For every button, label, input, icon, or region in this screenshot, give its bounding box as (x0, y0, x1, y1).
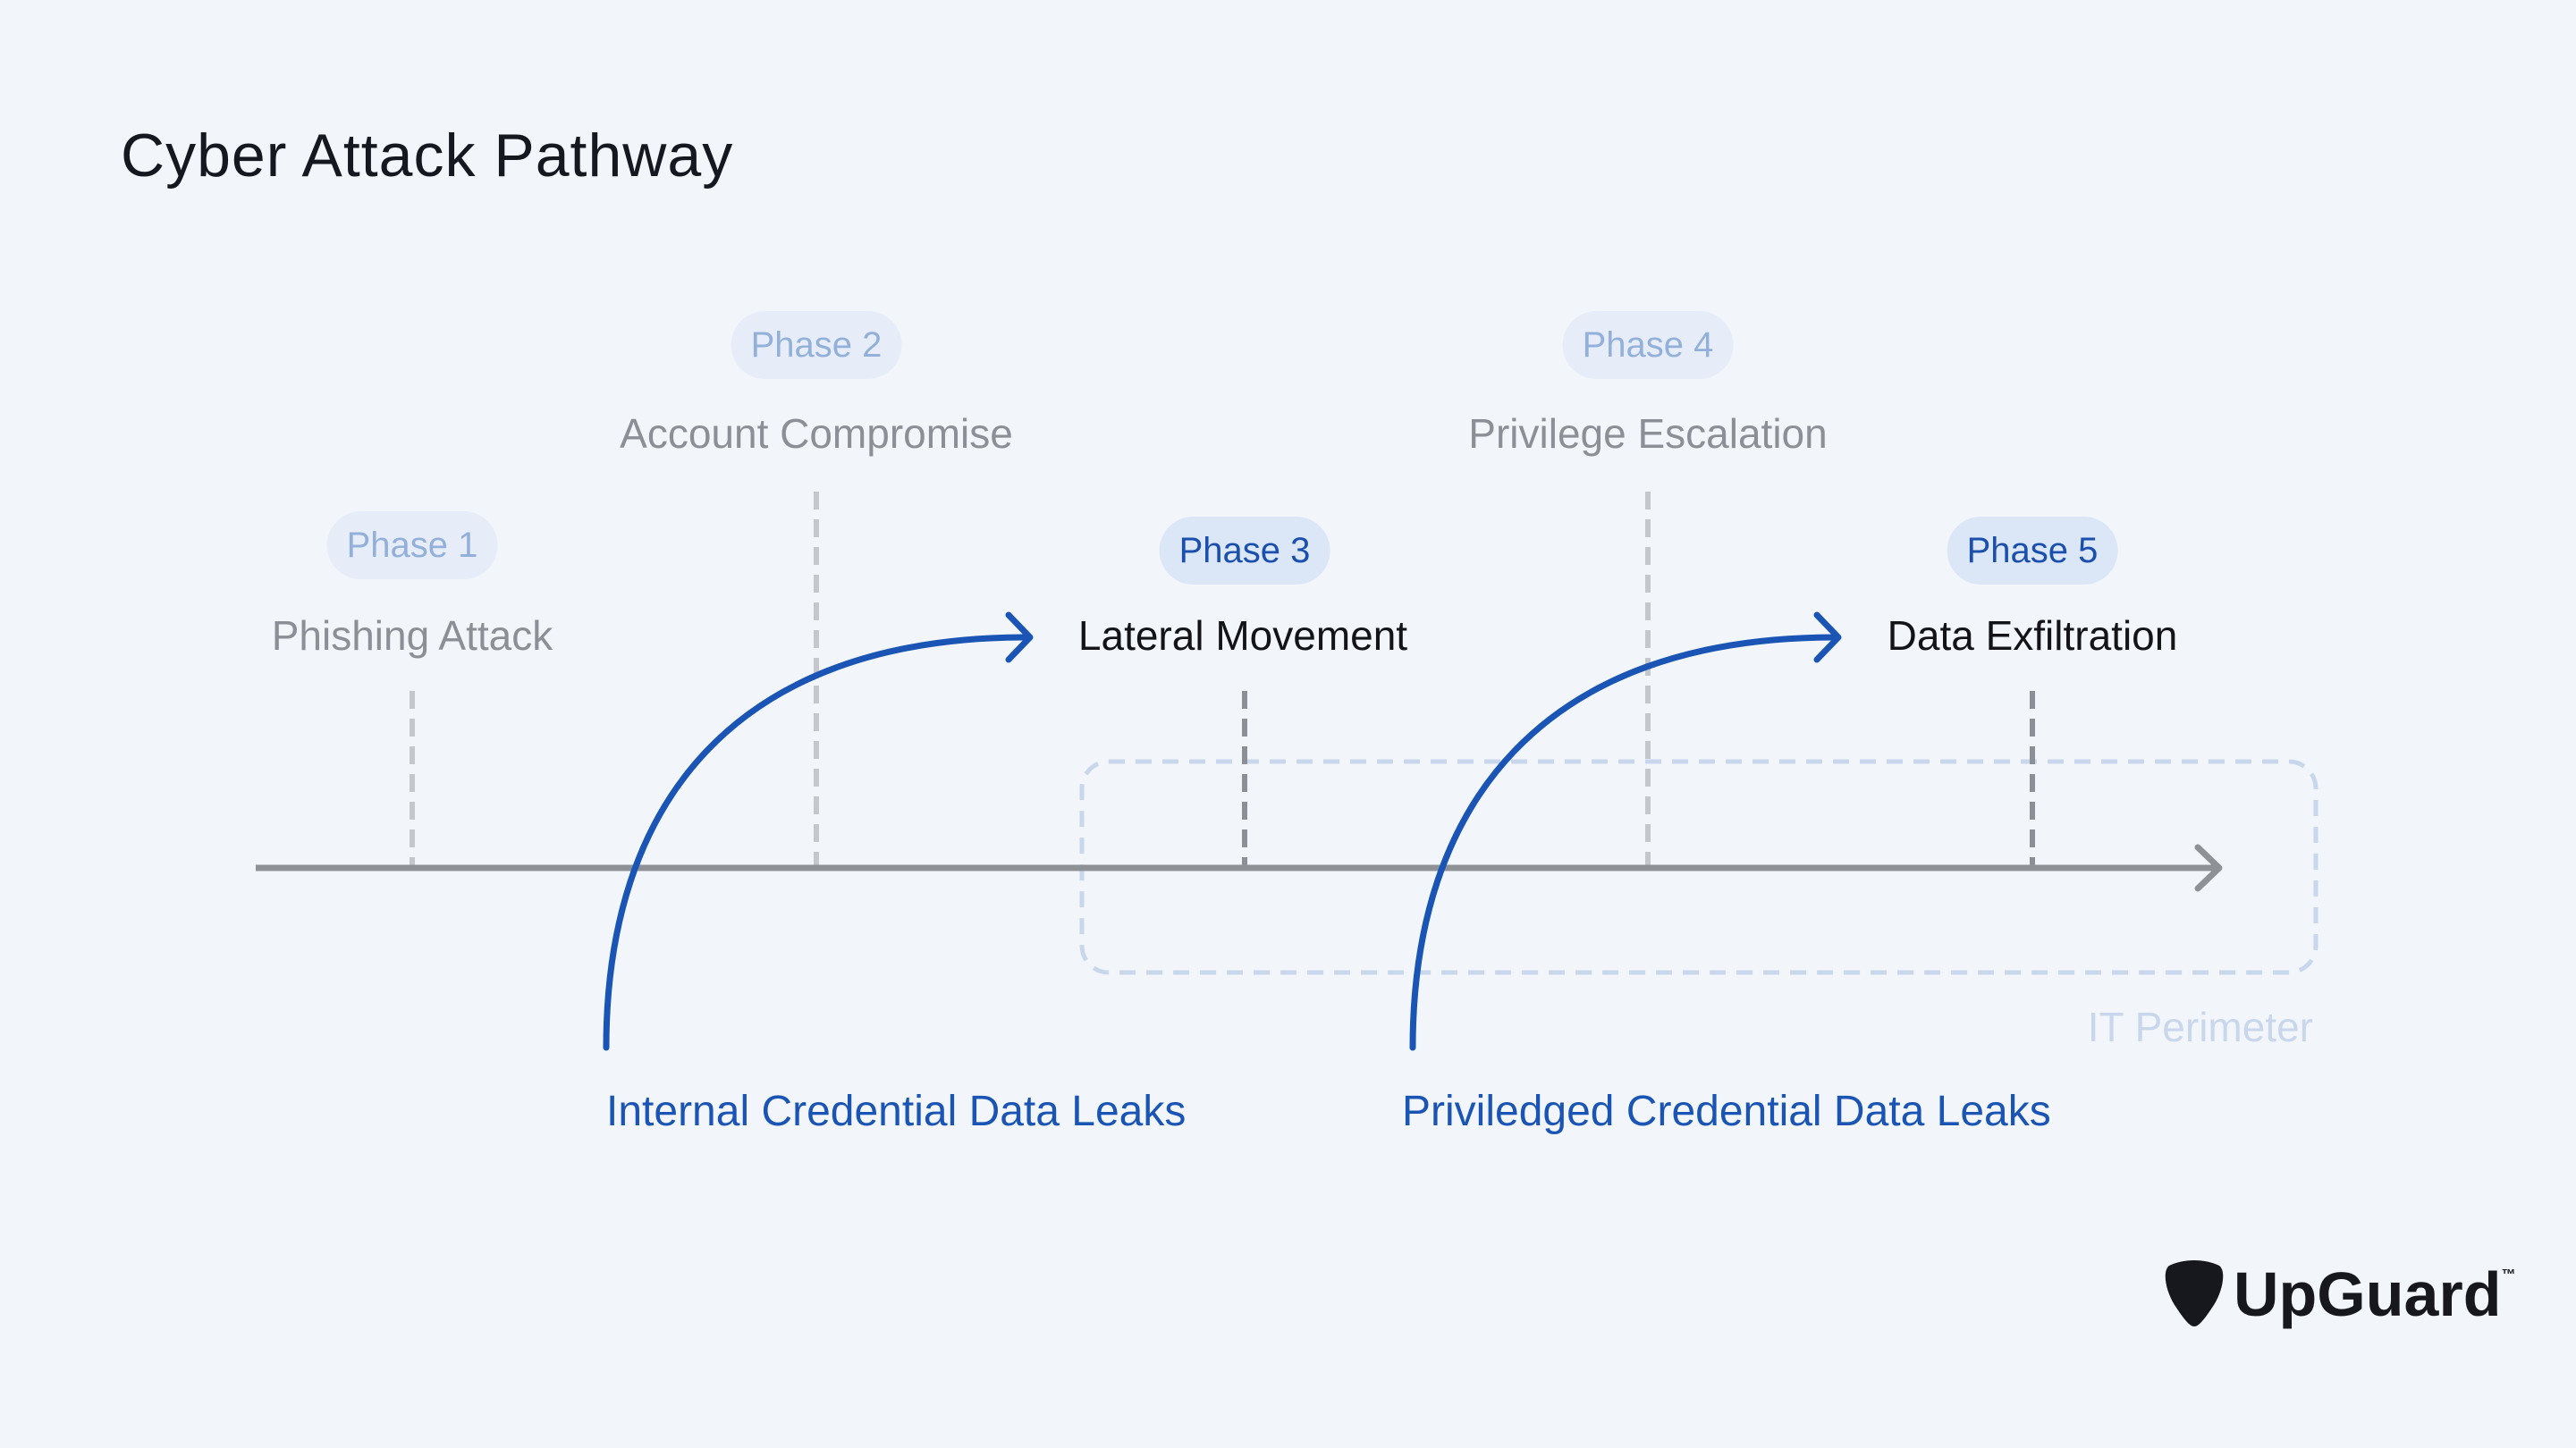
internal-leak-label: Internal Credential Data Leaks (606, 1088, 1187, 1135)
it-perimeter-label: IT Perimeter (2087, 1004, 2313, 1050)
privileged-leak-arrow (1409, 634, 1838, 1051)
phase-2-name: Account Compromise (620, 410, 1013, 457)
phase-3-badge: Phase 3 (1159, 517, 1330, 585)
timeline-arrowhead (2194, 844, 2223, 892)
privileged-leak-arrowhead (1813, 611, 1842, 663)
phase-5-badge: Phase 5 (1947, 517, 2118, 585)
internal-leak-arrow (603, 634, 1030, 1051)
phase-4-badge: Phase 4 (1562, 311, 1734, 379)
phase-5-name: Data Exfiltration (1887, 612, 2178, 659)
phase-3-name: Lateral Movement (1077, 612, 1408, 659)
phase-2-badge: Phase 2 (731, 311, 902, 379)
brand-name: UpGuard (2234, 1259, 2502, 1329)
internal-leak-arrowhead (1005, 611, 1034, 663)
brand-logo: UpGuard ™ (2164, 1260, 2515, 1328)
phase-1-name: Phishing Attack (271, 612, 553, 659)
phase-4-name: Privilege Escalation (1468, 410, 1828, 457)
privileged-leak-label: Priviledged Credential Data Leaks (1402, 1088, 2051, 1135)
phase-1-badge: Phase 1 (326, 511, 498, 579)
guitar-pick-shield-icon (2165, 1260, 2224, 1326)
brand-trademark: ™ (2501, 1267, 2516, 1283)
page-title: Cyber Attack Pathway (121, 122, 734, 189)
